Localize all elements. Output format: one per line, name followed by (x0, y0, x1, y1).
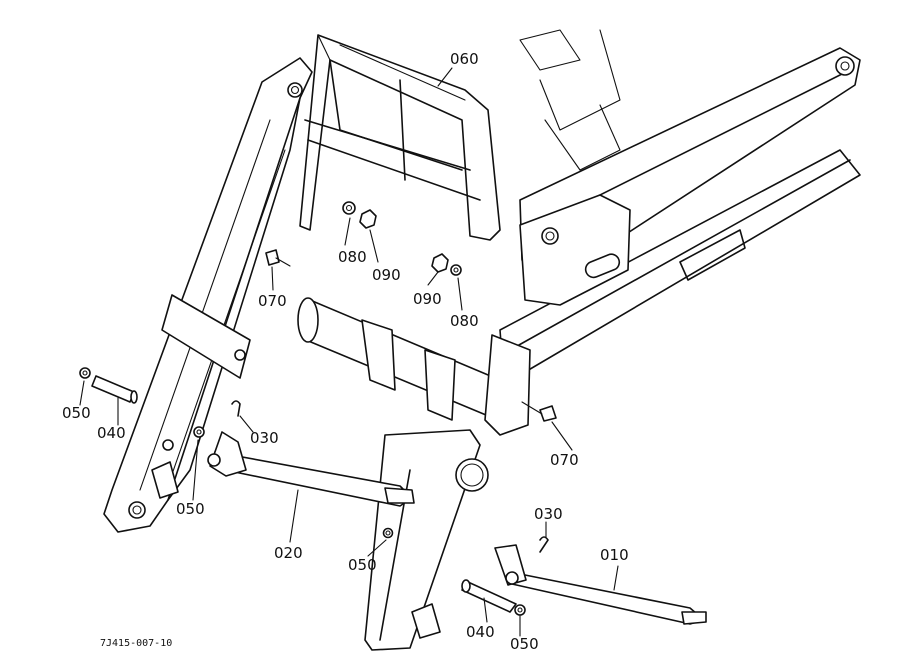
bucket-mount (364, 429, 489, 651)
right-arm (499, 29, 861, 376)
label-030: 030 (534, 505, 563, 523)
label-090: 090 (372, 266, 401, 284)
pin-040-left (91, 375, 138, 404)
label-050: 050 (62, 404, 91, 422)
leader-lines (79, 67, 619, 637)
pin-040-right (461, 579, 517, 613)
label-050: 050 (348, 556, 377, 574)
label-080: 080 (450, 312, 479, 330)
guard-frame-060 (299, 34, 501, 241)
label-050: 050 (176, 500, 205, 518)
stay-rod-020 (207, 431, 415, 507)
label-080: 080 (338, 248, 367, 266)
label-040: 040 (97, 424, 126, 442)
left-arm (103, 57, 313, 533)
stay-rod-010 (494, 544, 707, 625)
label-060: 060 (450, 50, 479, 68)
label-090: 090 (413, 290, 442, 308)
label-070: 070 (550, 451, 579, 469)
label-040: 040 (466, 623, 495, 641)
label-010: 010 (600, 546, 629, 564)
part-labels: 060 080 090 070 090 080 050 040 030 050 … (62, 50, 629, 653)
label-020: 020 (274, 544, 303, 562)
cross-tube (297, 297, 531, 436)
figure-reference-code: 7J415-007-10 (100, 638, 172, 649)
label-070: 070 (258, 292, 287, 310)
label-030: 030 (250, 429, 279, 447)
fasteners (79, 201, 557, 616)
label-050: 050 (510, 635, 539, 653)
